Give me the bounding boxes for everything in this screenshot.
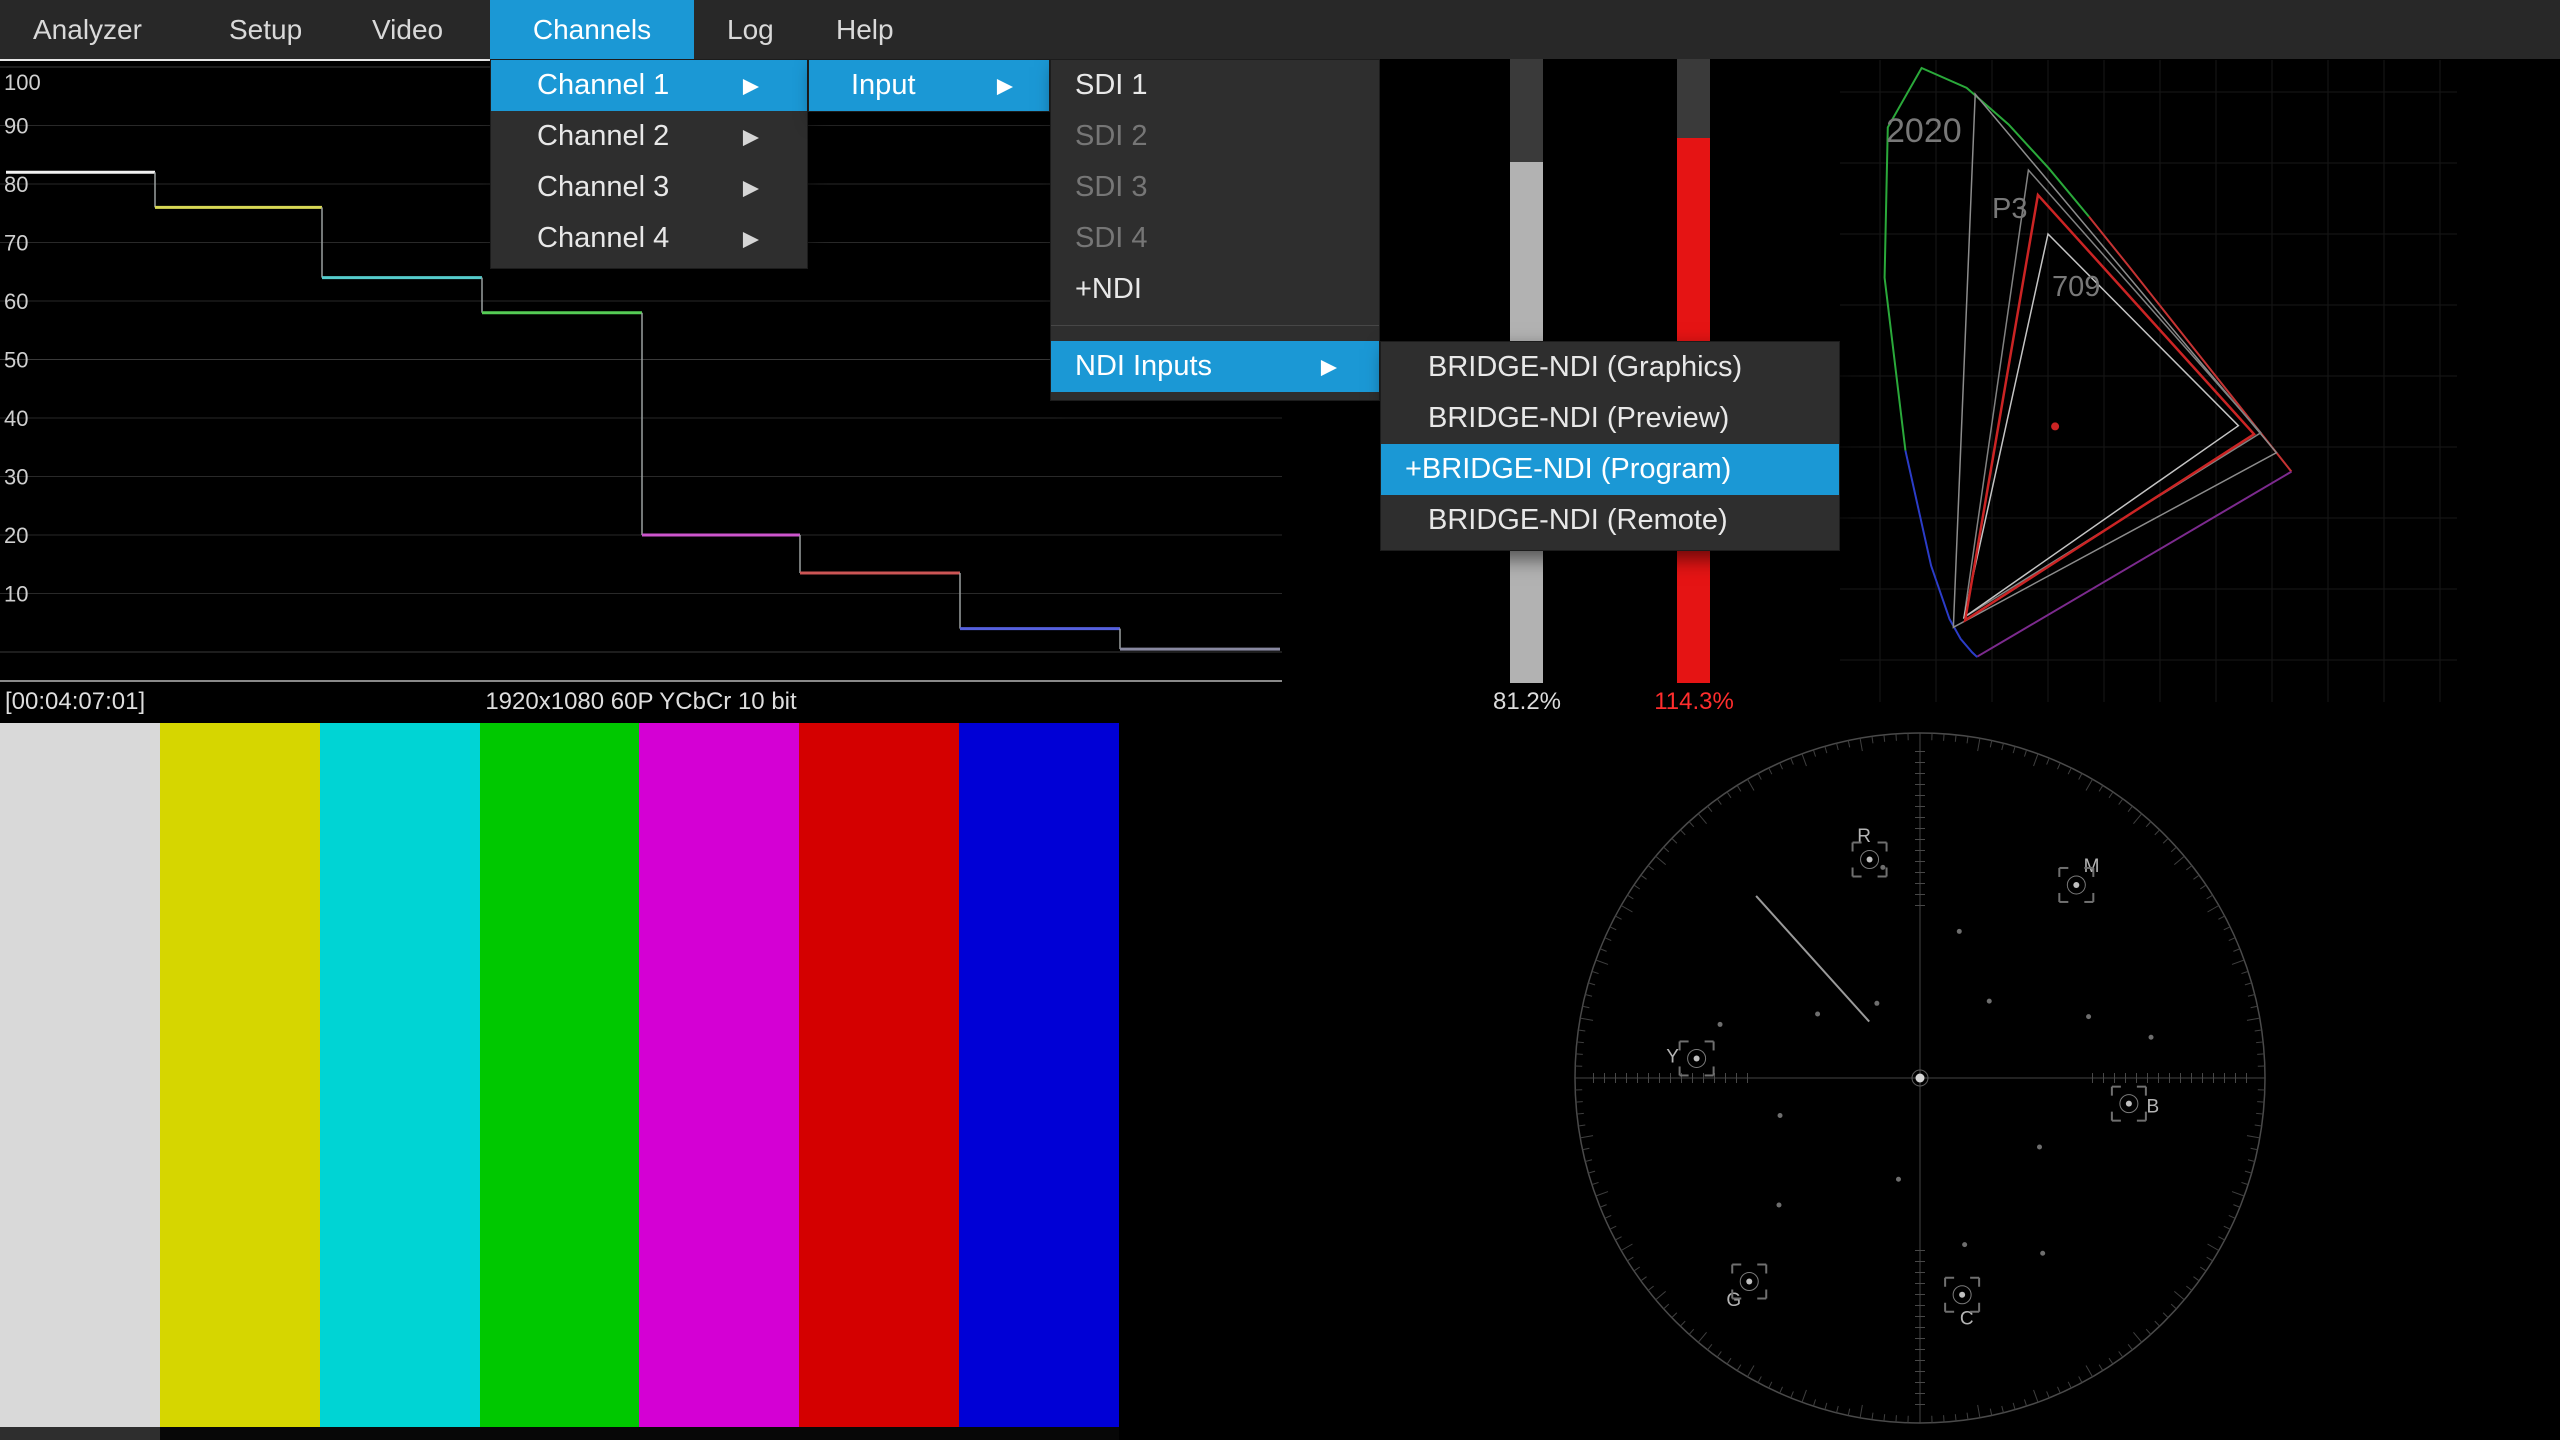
menu-item-label: NDI Inputs bbox=[1075, 350, 1212, 382]
menubar-item-channels[interactable]: Channels bbox=[490, 0, 694, 59]
input-submenu: SDI 1 SDI 2 SDI 3 SDI 4 +NDI NDI Inputs … bbox=[1050, 59, 1380, 401]
menu-item-label: SDI 3 bbox=[1075, 171, 1148, 203]
svg-text:2020: 2020 bbox=[1886, 112, 1962, 150]
menu-bar: Analyzer Setup Video Channels Log Help bbox=[0, 0, 2560, 59]
svg-text:B: B bbox=[2147, 1097, 2160, 1118]
menubar-item-video[interactable]: Video bbox=[372, 13, 444, 45]
menu-item-sdi-4[interactable]: SDI 4 bbox=[1051, 213, 1379, 264]
menubar-item-help[interactable]: Help bbox=[836, 13, 894, 45]
menu-item-label: SDI 1 bbox=[1075, 69, 1148, 101]
colorbars-picture bbox=[0, 723, 1120, 1440]
menu-item-ndi[interactable]: +NDI bbox=[1051, 264, 1379, 315]
menu-item-label: BRIDGE-NDI (Remote) bbox=[1428, 504, 1728, 536]
svg-text:P3: P3 bbox=[1992, 193, 2027, 225]
menu-item-sdi-1[interactable]: SDI 1 bbox=[1051, 60, 1379, 111]
waveform-display: 100 90 80 70 60 50 40 30 20 10 bbox=[0, 59, 1282, 683]
svg-text:R: R bbox=[1857, 826, 1871, 847]
svg-text:60: 60 bbox=[4, 289, 28, 314]
waveform-timecode: [00:04:07:01] bbox=[5, 688, 146, 715]
colorbar bbox=[479, 723, 640, 1440]
svg-text:40: 40 bbox=[4, 406, 28, 431]
menubar-item-log[interactable]: Log bbox=[727, 13, 774, 45]
waveform-graticule: 100 90 80 70 60 50 40 30 20 10 bbox=[0, 59, 1282, 682]
level-meter-2-value: 114.3% bbox=[1654, 688, 1734, 715]
menu-item-label: +BRIDGE-NDI (Program) bbox=[1405, 453, 1732, 485]
chevron-right-icon: ▶ bbox=[742, 176, 759, 199]
menu-item-label: BRIDGE-NDI (Preview) bbox=[1428, 402, 1730, 434]
menubar-item-setup[interactable]: Setup bbox=[229, 13, 303, 45]
menu-item-bridge-ndi-remote[interactable]: BRIDGE-NDI (Remote) bbox=[1381, 495, 1839, 546]
chevron-right-icon: ▶ bbox=[742, 227, 759, 250]
colorbar bbox=[799, 723, 960, 1440]
strip-segment bbox=[0, 1427, 160, 1440]
menu-item-label: Channel 3 bbox=[537, 171, 670, 203]
menu-item-label: Channel 1 bbox=[537, 69, 670, 101]
menu-item-label: Channel 4 bbox=[537, 222, 670, 254]
vectorscope-graticule: R M Y B G C bbox=[1574, 732, 2266, 1424]
menu-item-label: Channel 2 bbox=[537, 120, 670, 152]
menu-item-label: BRIDGE-NDI (Graphics) bbox=[1428, 351, 1743, 383]
menu-item-input[interactable]: Input ▶ bbox=[809, 60, 1049, 111]
menu-item-channel-1[interactable]: Channel 1 ▶ bbox=[491, 60, 807, 111]
svg-text:G: G bbox=[1726, 1290, 1741, 1311]
menu-item-sdi-2[interactable]: SDI 2 bbox=[1051, 111, 1379, 162]
waveform-format-info: 1920x1080 60P YCbCr 10 bit bbox=[485, 688, 797, 715]
menu-item-bridge-ndi-program[interactable]: +BRIDGE-NDI (Program) bbox=[1381, 444, 1839, 495]
svg-text:709: 709 bbox=[2052, 271, 2100, 303]
svg-text:50: 50 bbox=[4, 348, 28, 373]
chevron-right-icon: ▶ bbox=[1320, 355, 1337, 378]
menu-item-sdi-3[interactable]: SDI 3 bbox=[1051, 162, 1379, 213]
colorbar bbox=[959, 723, 1120, 1440]
channel1-submenu: Input ▶ bbox=[808, 59, 1050, 112]
svg-text:100: 100 bbox=[4, 70, 41, 95]
ndi-inputs-submenu: BRIDGE-NDI (Graphics) BRIDGE-NDI (Previe… bbox=[1380, 341, 1840, 551]
svg-text:20: 20 bbox=[4, 523, 28, 548]
level-meter-1-value: 81.2% bbox=[1492, 688, 1562, 715]
menu-item-channel-3[interactable]: Channel 3 ▶ bbox=[491, 162, 807, 213]
menu-item-label: +NDI bbox=[1075, 273, 1142, 305]
menu-item-label: SDI 4 bbox=[1075, 222, 1148, 254]
chevron-right-icon: ▶ bbox=[742, 125, 759, 148]
menu-item-label: Input bbox=[851, 69, 916, 101]
menubar-item-analyzer[interactable]: Analyzer bbox=[33, 13, 142, 45]
svg-text:70: 70 bbox=[4, 231, 28, 256]
svg-text:Y: Y bbox=[1666, 1046, 1679, 1067]
svg-text:80: 80 bbox=[4, 172, 28, 197]
svg-text:M: M bbox=[2084, 856, 2100, 877]
menu-item-channel-4[interactable]: Channel 4 ▶ bbox=[491, 213, 807, 264]
menu-separator bbox=[1051, 325, 1379, 326]
colorbar bbox=[639, 723, 800, 1440]
channels-menu: Channel 1 ▶ Channel 2 ▶ Channel 3 ▶ Chan… bbox=[490, 59, 808, 269]
menu-item-ndi-inputs[interactable]: NDI Inputs ▶ bbox=[1051, 341, 1379, 392]
menu-item-bridge-ndi-preview[interactable]: BRIDGE-NDI (Preview) bbox=[1381, 393, 1839, 444]
menu-item-channel-2[interactable]: Channel 2 ▶ bbox=[491, 111, 807, 162]
menu-item-label: SDI 2 bbox=[1075, 120, 1148, 152]
strip-segment bbox=[160, 1427, 1119, 1440]
vectorscope-display: R M Y B G C bbox=[1569, 727, 2271, 1429]
chevron-right-icon: ▶ bbox=[996, 74, 1013, 97]
colorbar bbox=[159, 723, 320, 1440]
svg-text:C: C bbox=[1960, 1308, 1974, 1329]
colorbar bbox=[0, 723, 160, 1440]
svg-text:90: 90 bbox=[4, 114, 28, 139]
chevron-right-icon: ▶ bbox=[742, 74, 759, 97]
menu-item-bridge-ndi-graphics[interactable]: BRIDGE-NDI (Graphics) bbox=[1381, 342, 1839, 393]
svg-text:10: 10 bbox=[4, 582, 28, 607]
svg-text:30: 30 bbox=[4, 465, 28, 490]
colorbar bbox=[319, 723, 480, 1440]
colorbars-bottom-strip bbox=[0, 1427, 1119, 1440]
